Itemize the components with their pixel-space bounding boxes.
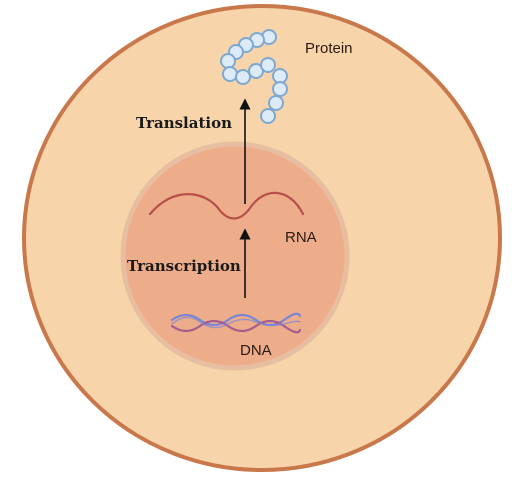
nucleus [120,141,350,371]
protein-bead [235,69,251,85]
protein-bead [272,68,288,84]
protein-bead [268,95,284,111]
dna-strand-a-cross [171,316,301,329]
protein-bead [220,53,236,69]
protein-bead [272,81,288,97]
dna-strand-a [170,312,302,327]
transcription-label: Transcription [127,257,241,275]
rna-strand [148,191,305,220]
protein-bead [260,57,276,73]
dna-helix [170,312,302,334]
protein-chain [220,29,288,124]
protein-bead [260,108,276,124]
dna-strand-b [170,319,302,334]
translation-label: Translation [136,114,232,132]
protein-bead [222,66,238,82]
rna-label: RNA [285,229,317,246]
protein-label: Protein [305,40,353,57]
dna-label: DNA [240,342,272,359]
